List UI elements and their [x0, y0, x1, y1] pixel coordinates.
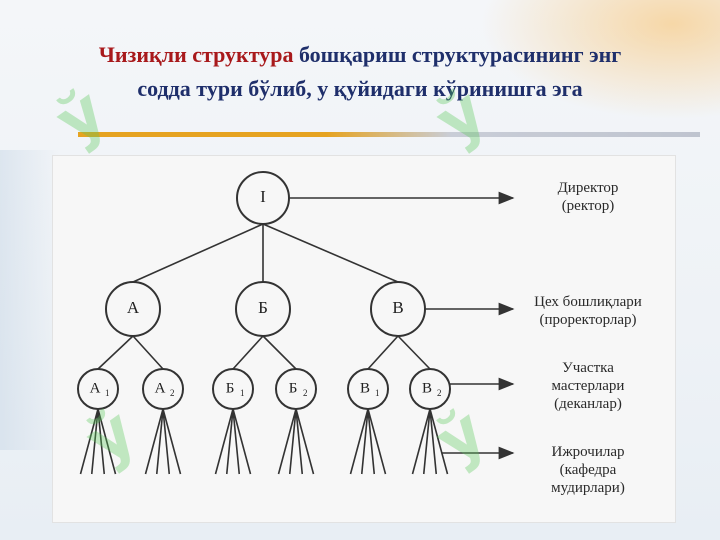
node-root: I	[236, 171, 290, 225]
title-line1-rest: бошқариш структурасининг энг	[293, 42, 622, 67]
connector-line	[232, 408, 252, 475]
connector-line	[295, 408, 315, 475]
level-label-text: (проректорлар)	[539, 312, 636, 328]
connector-line	[349, 408, 369, 475]
background-haze	[0, 150, 60, 450]
node-level2-circle	[370, 281, 426, 337]
level-labels: Директор (ректор) Цех бошлиқлари (проректор…	[534, 180, 642, 496]
connector-line	[397, 335, 431, 370]
level-label-text: Участка	[562, 360, 614, 376]
level-label-text: (ректор)	[562, 198, 615, 214]
chart-edges	[79, 191, 515, 475]
connector-line	[288, 408, 297, 475]
connector-line	[132, 335, 164, 370]
node-level2-label: Б	[258, 298, 268, 317]
connector-line	[422, 408, 431, 475]
node-level3-subscript: 2	[303, 388, 308, 398]
node-level3-label: А	[90, 380, 101, 396]
level-label-text: Директор	[558, 180, 619, 196]
connector-line	[162, 408, 171, 475]
connector-line	[162, 408, 182, 475]
title-line2: содда тури бўлиб, у қуйидаги кўринишга э…	[137, 76, 583, 101]
node-level2: А	[105, 281, 161, 337]
connector-line	[232, 335, 264, 370]
connector-line	[429, 408, 438, 475]
node-level2-circle	[235, 281, 291, 337]
node-level3-label: Б	[226, 380, 235, 396]
level-label-text: мудирлари)	[551, 480, 625, 496]
node-level3-circle	[77, 368, 119, 410]
level-label-text: Ижрочилар	[551, 444, 624, 460]
connector-line	[97, 335, 134, 370]
connector-line	[97, 408, 106, 475]
node-level3-circle	[142, 368, 184, 410]
node-level3-label: В	[360, 380, 370, 396]
title-divider	[78, 132, 700, 137]
connector-line	[262, 223, 399, 283]
connector-line	[367, 408, 376, 475]
node-level3-circle	[347, 368, 389, 410]
level-label-text: мастерлари	[552, 378, 625, 394]
node-level3-circle	[212, 368, 254, 410]
connector-line	[262, 335, 297, 370]
node-level3-subscript: 2	[170, 388, 175, 398]
node-level3-subscript: 1	[375, 388, 380, 398]
connector-line	[411, 408, 431, 475]
connector-line	[367, 408, 387, 475]
node-level2: В	[370, 281, 426, 337]
node-root-circle	[236, 171, 290, 225]
node-level2-label: В	[392, 298, 403, 317]
connector-line	[90, 408, 99, 475]
node-level2: Б	[235, 281, 291, 337]
connector-line	[144, 408, 164, 475]
node-level2-label: А	[127, 298, 140, 317]
level-label-text: (кафедра	[560, 462, 617, 478]
node-level3-circle	[275, 368, 317, 410]
node-level3-circle	[409, 368, 451, 410]
connector-line	[214, 408, 234, 475]
node-level2-circle	[105, 281, 161, 337]
corner-glow	[480, 0, 720, 120]
connector-line	[232, 408, 241, 475]
connector-line	[225, 408, 234, 475]
node-root-label: I	[260, 187, 266, 206]
level-label-text: Цех бошлиқлари	[534, 294, 642, 310]
connector-line	[97, 408, 117, 475]
node-level3-subscript: 1	[105, 388, 110, 398]
connector-line	[360, 408, 369, 475]
node-level3-label: А	[155, 380, 166, 396]
connector-line	[79, 408, 99, 475]
slide-title: Чизиқли структура бошқариш структурасини…	[20, 38, 700, 106]
node-level3-label: В	[422, 380, 432, 396]
connector-line	[429, 408, 449, 475]
title-accent: Чизиқли структура	[98, 42, 294, 67]
connector-line	[277, 408, 297, 475]
connector-line	[295, 408, 304, 475]
level-label-text: (деканлар)	[554, 396, 622, 412]
connector-line	[155, 408, 164, 475]
connector-line	[132, 223, 264, 283]
node-level3-label: Б	[289, 380, 298, 396]
connector-line	[367, 335, 399, 370]
node-level3-subscript: 1	[240, 388, 245, 398]
node-level3-subscript: 2	[437, 388, 442, 398]
